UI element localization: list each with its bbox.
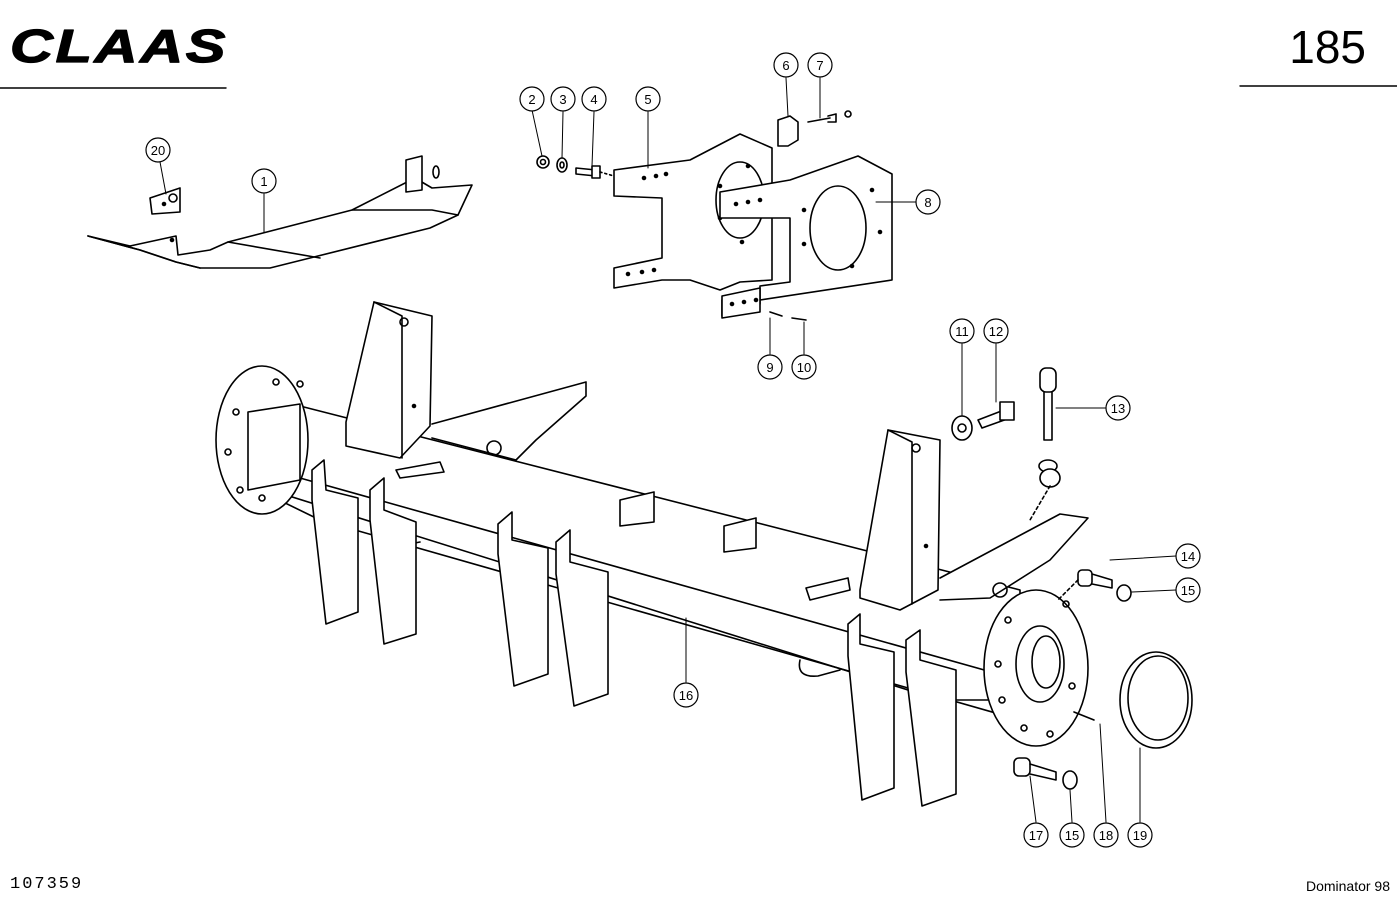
left-tower-bracket: [345, 301, 587, 461]
callout-7: 7: [816, 58, 823, 73]
brand-logo: CLAAS: [10, 20, 228, 72]
callout-6: 6: [782, 58, 789, 73]
large-fasteners: [951, 367, 1132, 790]
callout-17: 17: [1029, 828, 1043, 843]
small-fasteners: [536, 110, 852, 321]
callout-13: 13: [1111, 401, 1125, 416]
leader-lines: [159, 77, 1177, 823]
part-8-plate: [719, 155, 893, 319]
drawing-number: 107359: [10, 875, 83, 894]
blade-group: [311, 459, 957, 807]
callout-15-upper: 15: [1181, 583, 1195, 598]
callout-5: 5: [644, 92, 651, 107]
header-frame: [0, 85, 1397, 89]
part-1-shield: [87, 155, 473, 269]
callout-10: 10: [797, 360, 811, 375]
callout-18: 18: [1099, 828, 1113, 843]
callout-2: 2: [528, 92, 535, 107]
part-20-bracket: [149, 187, 181, 215]
callout-12: 12: [989, 324, 1003, 339]
callout-4: 4: [590, 92, 597, 107]
callout-15-lower: 15: [1065, 828, 1079, 843]
part-19-ring: [1119, 651, 1193, 749]
callout-11: 11: [955, 324, 969, 339]
page-number: 185: [1289, 21, 1366, 73]
callout-16: 16: [679, 688, 693, 703]
callout-14: 14: [1181, 549, 1195, 564]
right-tower-bracket: [859, 429, 1089, 611]
callout-circles: [145, 52, 1201, 848]
callout-9: 9: [766, 360, 773, 375]
model-name: Dominator 98: [1306, 878, 1390, 894]
callout-20: 20: [151, 143, 165, 158]
callout-19: 19: [1133, 828, 1147, 843]
part-16-main-beam: [215, 365, 1089, 747]
callout-8: 8: [924, 195, 931, 210]
callout-1: 1: [260, 174, 267, 189]
callout-3: 3: [559, 92, 566, 107]
